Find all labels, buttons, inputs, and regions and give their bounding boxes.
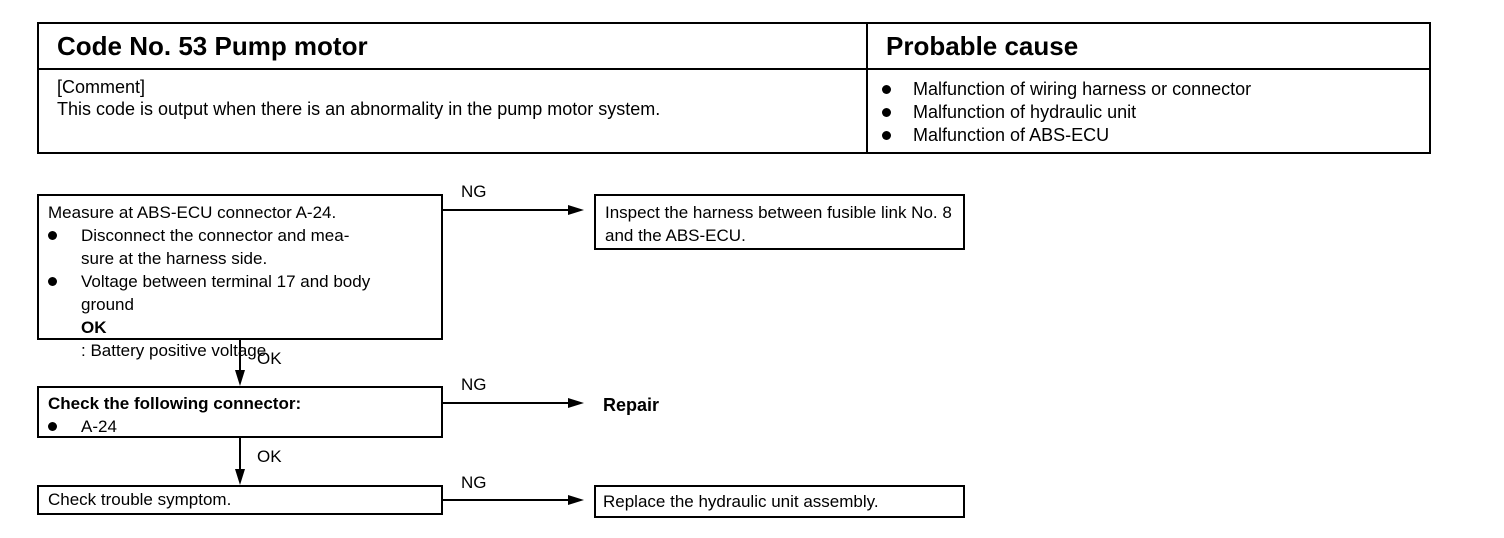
step-check-symptom-box: Check trouble symptom. [37, 485, 443, 515]
ng-label: NG [461, 182, 487, 201]
step-check-connector-box: Check the following connector: A-24 [37, 386, 443, 438]
probable-cause-title: Probable cause [868, 24, 1429, 70]
arrowhead-icon [235, 370, 245, 386]
bullet-icon [882, 108, 891, 117]
step-title: Measure at ABS-ECU connector A-24. [48, 203, 337, 222]
code-title: Code No. 53 Pump motor [39, 24, 868, 70]
bullet-icon [882, 85, 891, 94]
bullet-icon [48, 277, 57, 286]
step-bullet: Disconnect the connector and mea- sure a… [48, 224, 441, 270]
comment-section: [Comment] This code is output when there… [39, 70, 868, 152]
ok-criterion-value: : Battery positive voltage [81, 341, 267, 360]
ng-label: NG [461, 473, 487, 492]
ng-result-inspect-harness: Inspect the harness between fusible link… [594, 194, 965, 250]
bullet-icon [48, 422, 57, 431]
ok-criterion-label: OK [81, 318, 107, 337]
cause-item: Malfunction of wiring harness or connect… [882, 78, 1429, 101]
cause-item: Malfunction of ABS-ECU [882, 124, 1429, 147]
comment-label: [Comment] [57, 77, 146, 97]
ng-result-repair: Repair [603, 395, 660, 415]
ng-label: NG [461, 375, 487, 394]
ok-label: OK [257, 349, 282, 368]
cause-list: Malfunction of wiring harness or connect… [868, 70, 1429, 152]
arrowhead-icon [235, 469, 245, 485]
arrowhead-icon [568, 398, 584, 408]
step-bullet: Voltage between terminal 17 and body gro… [48, 270, 441, 362]
bullet-icon [882, 131, 891, 140]
ng-result-replace-hydraulic-unit: Replace the hydraulic unit assembly. [594, 485, 965, 518]
arrowhead-icon [568, 495, 584, 505]
step-measure-box: Measure at ABS-ECU connector A-24. Disco… [37, 194, 443, 360]
step-bullet: A-24 [48, 415, 441, 438]
diagnosis-header-table: Code No. 53 Pump motor Probable cause [C… [37, 22, 1431, 154]
bullet-icon [48, 231, 57, 240]
step-title: Check the following connector: [48, 394, 302, 413]
arrowhead-icon [568, 205, 584, 215]
cause-item: Malfunction of hydraulic unit [882, 101, 1429, 124]
comment-text: This code is output when there is an abn… [57, 99, 661, 119]
ok-label: OK [257, 447, 282, 466]
